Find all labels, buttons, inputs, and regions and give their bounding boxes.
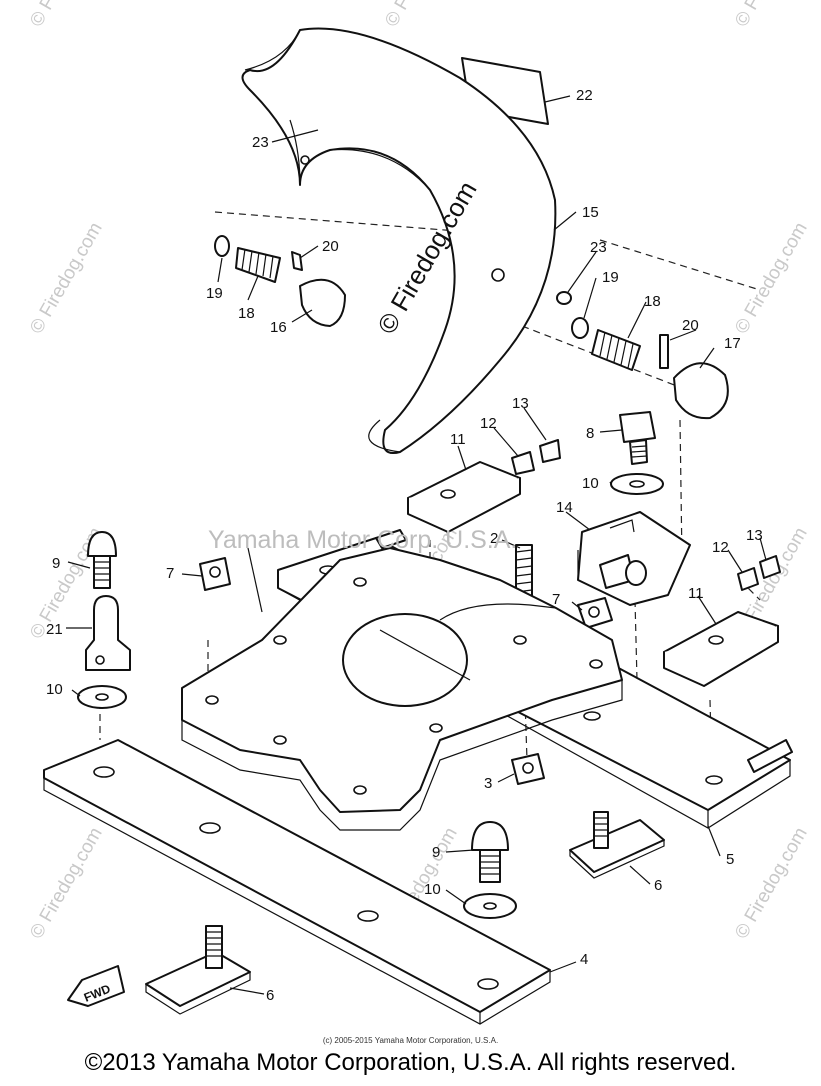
- label-11-right: 11: [688, 585, 704, 602]
- rubber-pad-11-upper: [407, 461, 521, 533]
- label-19-left: 19: [206, 285, 223, 302]
- watermark-corp: Yamaha Motor Corp. U.S.A.: [208, 526, 517, 554]
- label-22: 22: [576, 87, 593, 104]
- label-13-upper: 13: [512, 395, 529, 412]
- label-10-lower: 10: [424, 881, 441, 898]
- label-21: 21: [46, 621, 63, 638]
- right-spring-assembly: [556, 291, 729, 420]
- label-11-upper: 11: [450, 431, 466, 448]
- left-spring-assembly: [214, 235, 346, 327]
- label-23-left: 23: [252, 134, 269, 151]
- nuts-12-13-right: [737, 555, 781, 591]
- nut-3: [511, 753, 545, 785]
- copyright-notice: ©2013 Yamaha Motor Corporation, U.S.A. A…: [84, 1049, 737, 1076]
- watermark-left-upper: © Firedog.com: [26, 219, 107, 338]
- watermark-left-lower: © Firedog.com: [26, 824, 107, 943]
- washer-10-left-hole: [95, 693, 109, 701]
- label-7-right: 7: [552, 591, 560, 608]
- nut-7-left: [199, 557, 231, 591]
- leader-lines: [66, 95, 767, 995]
- t-bolt-6-left: [145, 925, 251, 1015]
- label-8: 8: [586, 425, 594, 442]
- bracket-14: [577, 511, 691, 606]
- base-plate: [181, 547, 623, 831]
- label-23-right: 23: [590, 239, 607, 256]
- fwd-arrow: FWD: [67, 965, 125, 1007]
- acorn-bolt-9-lower: [471, 821, 509, 883]
- label-6-left: 6: [266, 987, 274, 1004]
- label-19-right: 19: [602, 269, 619, 286]
- fender-shield: [241, 27, 557, 454]
- rail-4: [43, 739, 551, 1025]
- label-4: 4: [580, 951, 588, 968]
- label-18-left: 18: [238, 305, 255, 322]
- watermark-right-lower: © Firedog.com: [731, 824, 812, 943]
- label-5: 5: [726, 851, 734, 868]
- label-3: 3: [484, 775, 492, 792]
- part-labels: 22 23 15 20 19 18 16 23 19 18 20 17 8 10…: [46, 87, 763, 1004]
- watermark-right-upper: © Firedog.com: [731, 219, 812, 338]
- label-12-right: 12: [712, 539, 729, 556]
- label-16: 16: [270, 319, 287, 336]
- watermark-top-mid: © Firedog.com: [381, 0, 462, 31]
- label-10-left: 10: [46, 681, 63, 698]
- label-15: 15: [582, 204, 599, 221]
- label-13-right: 13: [746, 527, 763, 544]
- t-bolt-6-right: [569, 811, 665, 879]
- label-20-right: 20: [682, 317, 699, 334]
- washer-10-upper-hole: [629, 480, 645, 488]
- acorn-bolt-9-left: [87, 531, 117, 589]
- label-6-right: 6: [654, 877, 662, 894]
- watermark-top-right: © Firedog.com: [731, 0, 812, 31]
- nut-7-right: [577, 597, 613, 629]
- label-20-left: 20: [322, 238, 339, 255]
- label-9-lower: 9: [432, 844, 440, 861]
- label-7-left: 7: [166, 565, 174, 582]
- watermark-top-left: © Firedog.com: [26, 0, 107, 31]
- washer-10-lower-hole: [483, 902, 497, 910]
- label-10-upper: 10: [582, 475, 599, 492]
- label-2: 2: [490, 530, 498, 547]
- label-17: 17: [724, 335, 741, 352]
- label-18-right: 18: [644, 293, 661, 310]
- label-14: 14: [556, 499, 573, 516]
- label-9-left: 9: [52, 555, 60, 572]
- small-copyright: (c) 2005-2015 Yamaha Motor Corporation, …: [322, 1036, 499, 1045]
- bolt-8: [619, 411, 656, 465]
- rubber-pad-11-right: [663, 611, 779, 687]
- clamp-21: [85, 595, 131, 671]
- label-12-upper: 12: [480, 415, 497, 432]
- nuts-12-13-upper: [511, 439, 561, 475]
